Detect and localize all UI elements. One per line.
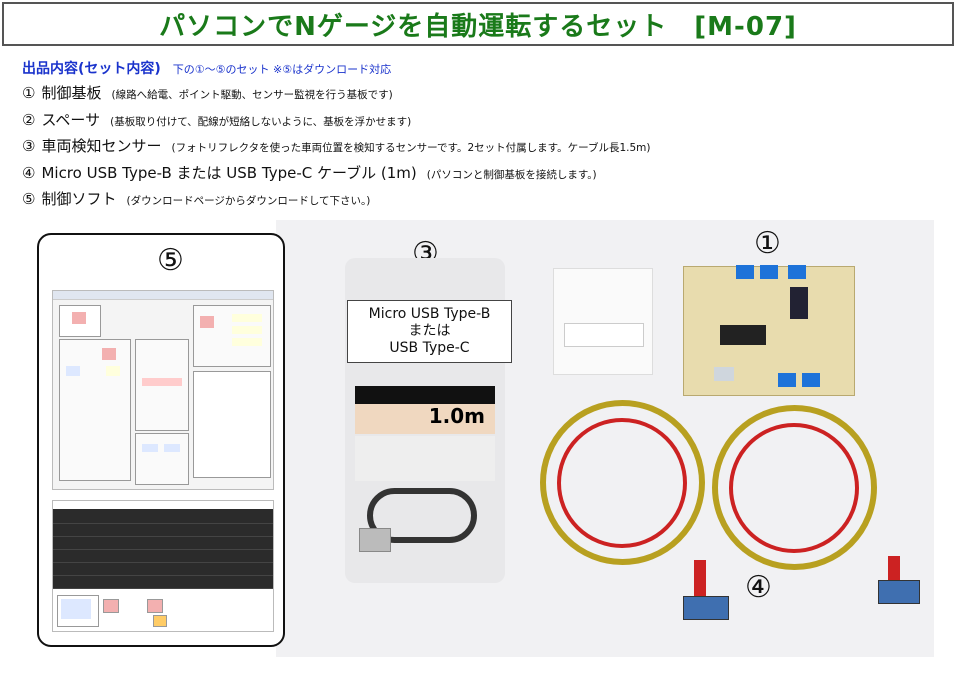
item-number: ② bbox=[22, 110, 36, 129]
list-item: ② スペーサ (基板取り付けて、配線が短絡しないように、基板を浮かせます) bbox=[22, 109, 651, 136]
timetable-board bbox=[53, 509, 273, 589]
spacer-bag bbox=[553, 268, 653, 375]
item-name: Micro USB Type-B または USB Type-C ケーブル (1m… bbox=[41, 163, 417, 182]
log-panel bbox=[193, 371, 271, 478]
stop-icon bbox=[72, 312, 86, 324]
item-desc: (ダウンロードページからダウンロードして下さい。) bbox=[126, 195, 371, 207]
cable-label-line3: USB Type-C bbox=[389, 340, 470, 356]
relay bbox=[790, 287, 808, 319]
item-desc: (線路へ給電、ポイント駆動、センサー監視を行う基板です) bbox=[111, 89, 393, 101]
terminal-block bbox=[778, 373, 796, 387]
contents-heading-text: 出品内容(セット内容) bbox=[22, 61, 161, 77]
spacer-label bbox=[564, 323, 644, 347]
item-name: 制御基板 bbox=[41, 84, 102, 102]
software-window-timetable bbox=[52, 500, 274, 632]
button bbox=[232, 338, 262, 346]
marker-software: ⑤ bbox=[157, 243, 184, 278]
sensor-panel bbox=[135, 433, 189, 485]
marker-board: ① bbox=[754, 226, 781, 261]
sensor-head bbox=[683, 596, 729, 620]
sensor-cable-coil-inner bbox=[557, 418, 687, 548]
bag-band bbox=[355, 386, 495, 404]
cable-type-label: Micro USB Type-B または USB Type-C bbox=[347, 300, 512, 363]
table-row bbox=[53, 537, 273, 550]
ic-chip bbox=[720, 325, 766, 345]
button bbox=[142, 444, 158, 452]
item-name: 制御ソフト bbox=[41, 190, 117, 208]
usb-port bbox=[714, 367, 734, 381]
panel bbox=[57, 595, 99, 627]
button bbox=[164, 444, 180, 452]
list bbox=[61, 599, 91, 619]
terminal-block bbox=[736, 265, 754, 279]
button bbox=[153, 615, 167, 627]
bag-print bbox=[355, 436, 495, 481]
title-banner: パソコンでNゲージを自動運転するセット [M-07] bbox=[2, 2, 954, 46]
contents-note: 下の①～⑤のセット ※⑤はダウンロード対応 bbox=[172, 63, 392, 76]
terminal-block bbox=[802, 373, 820, 387]
table-row bbox=[53, 524, 273, 537]
board-header bbox=[53, 509, 273, 524]
list-item: ④ Micro USB Type-B または USB Type-C ケーブル (… bbox=[22, 162, 651, 189]
item-number: ④ bbox=[22, 163, 36, 182]
sensor-lead bbox=[694, 560, 706, 600]
sensor-head bbox=[878, 580, 920, 604]
cable-label-line2: または bbox=[408, 323, 451, 339]
item-desc: (パソコンと制御基板を接続します。) bbox=[426, 168, 597, 181]
usb-plug bbox=[359, 528, 391, 552]
item-number: ① bbox=[22, 84, 36, 102]
item-desc: (基板取り付けて、配線が短絡しないように、基板を浮かせます) bbox=[110, 115, 412, 128]
item-name: スペーサ bbox=[41, 110, 101, 129]
item-desc: (フォトリフレクタを使った車両位置を検知するセンサーです。2セット付属します。ケ… bbox=[171, 142, 651, 154]
list-item: ③ 車両検知センサー (フォトリフレクタを使った車両位置を検知するセンサーです。… bbox=[22, 135, 651, 162]
list-item: ① 制御基板 (線路へ給電、ポイント駆動、センサー監視を行う基板です) bbox=[22, 82, 651, 109]
item-number: ③ bbox=[22, 137, 36, 155]
control-panel bbox=[59, 339, 131, 481]
mode-panel bbox=[193, 305, 271, 367]
sensor-cable-coil-inner bbox=[729, 423, 859, 553]
stop-icon bbox=[103, 599, 119, 613]
terminal-block bbox=[760, 265, 778, 279]
bag-length: 1.0m bbox=[355, 404, 495, 434]
button bbox=[200, 316, 214, 328]
list-item: ⑤ 制御ソフト (ダウンロードページからダウンロードして下さい。) bbox=[22, 188, 651, 215]
table-row bbox=[53, 563, 273, 576]
contents-heading: 出品内容(セット内容) 下の①～⑤のセット ※⑤はダウンロード対応 bbox=[22, 58, 391, 78]
cable-coil bbox=[367, 488, 477, 543]
software-window-main bbox=[52, 290, 274, 490]
stop-icon bbox=[147, 599, 163, 613]
button bbox=[142, 378, 182, 386]
point-panel bbox=[135, 339, 189, 431]
item-number: ⑤ bbox=[22, 190, 36, 208]
contents-list: ① 制御基板 (線路へ給電、ポイント駆動、センサー監視を行う基板です) ② スペ… bbox=[22, 82, 651, 215]
control-board bbox=[683, 265, 855, 396]
button bbox=[232, 326, 262, 334]
button bbox=[106, 366, 120, 376]
software-screens: ⑤ bbox=[37, 233, 285, 647]
marker-sensor: ④ bbox=[745, 570, 772, 605]
table-row bbox=[53, 550, 273, 563]
sensor-cable-coil bbox=[540, 400, 705, 565]
button bbox=[66, 366, 80, 376]
sensor-cable-coil bbox=[712, 405, 877, 570]
table-row bbox=[53, 576, 273, 589]
page-title: パソコンでNゲージを自動運転するセット [M-07] bbox=[159, 11, 797, 42]
panel bbox=[59, 305, 101, 337]
sensor-lead bbox=[888, 556, 900, 586]
item-name: 車両検知センサー bbox=[41, 137, 162, 155]
button bbox=[102, 348, 116, 360]
cable-label-line1: Micro USB Type-B bbox=[368, 306, 491, 322]
button bbox=[232, 314, 262, 322]
window-titlebar bbox=[53, 291, 273, 300]
terminal-block bbox=[788, 265, 806, 279]
